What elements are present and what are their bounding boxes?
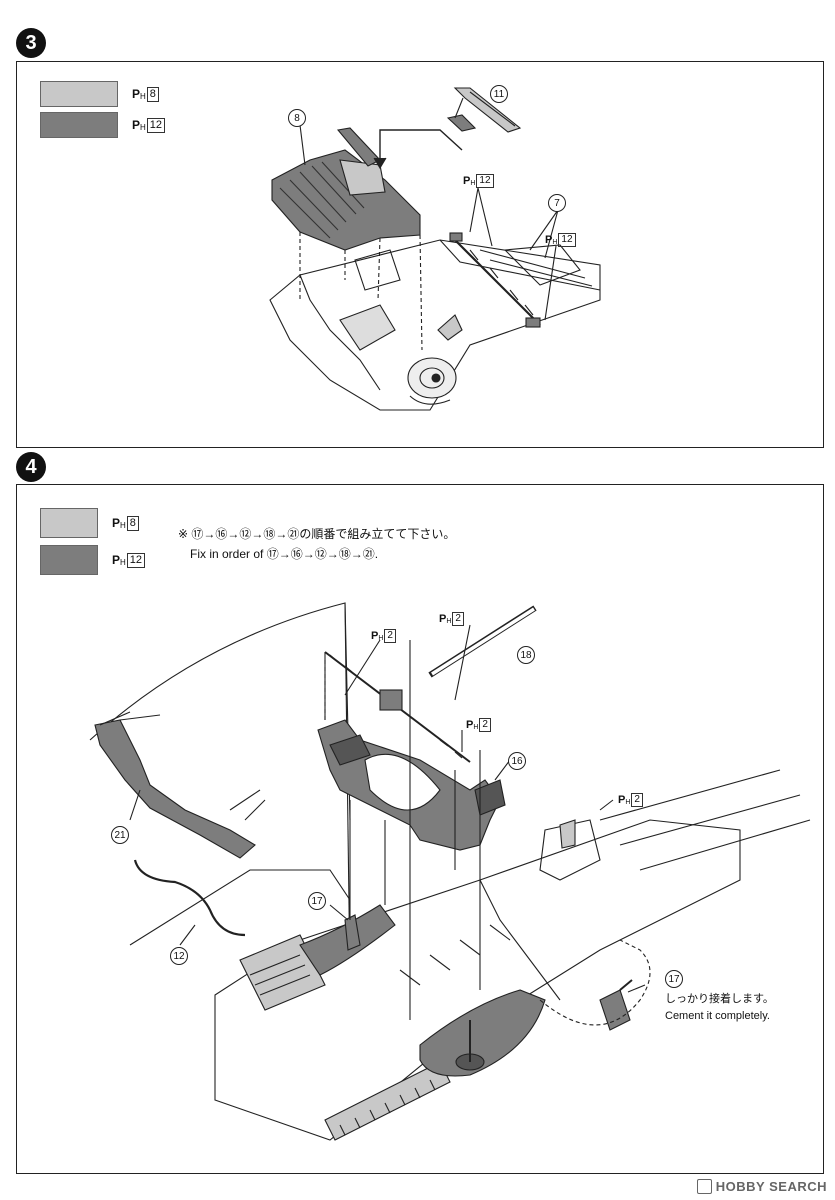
light-gray-swatch: [40, 508, 98, 538]
callout-part-16: 16: [508, 752, 526, 770]
light-gray-swatch: [40, 81, 118, 107]
callout-part-17-left: 17: [308, 892, 326, 910]
hobby-search-logo-icon: [696, 1179, 712, 1194]
assembly-order-note-jp: ※ ⑰→⑯→⑫→⑱→㉑の順番で組み立てて下さい。: [178, 527, 456, 541]
callout-part-17-right: 17: [665, 970, 683, 988]
watermark-text: HOBBY SEARCH: [715, 1179, 827, 1194]
assembly-order-note-en: Fix in order of ⑰→⑯→⑫→⑱→㉑.: [190, 547, 379, 561]
step-3-badge: 3: [16, 28, 46, 58]
callout-part-12: 12: [170, 947, 188, 965]
watermark: HOBBY SEARCH: [696, 1179, 827, 1194]
cement-note-en: Cement it completely.: [665, 1010, 770, 1022]
callout-part-11: 11: [490, 85, 508, 103]
callout-part-7: 7: [548, 194, 566, 212]
cement-note-jp: しっかり接着します。: [665, 993, 774, 1005]
dark-gray-swatch: [40, 112, 118, 138]
dark-gray-swatch: [40, 545, 98, 575]
callout-part-21: 21: [111, 826, 129, 844]
callout-part-18: 18: [517, 646, 535, 664]
callout-part-8: 8: [288, 109, 306, 127]
step-4-badge: 4: [16, 452, 46, 482]
